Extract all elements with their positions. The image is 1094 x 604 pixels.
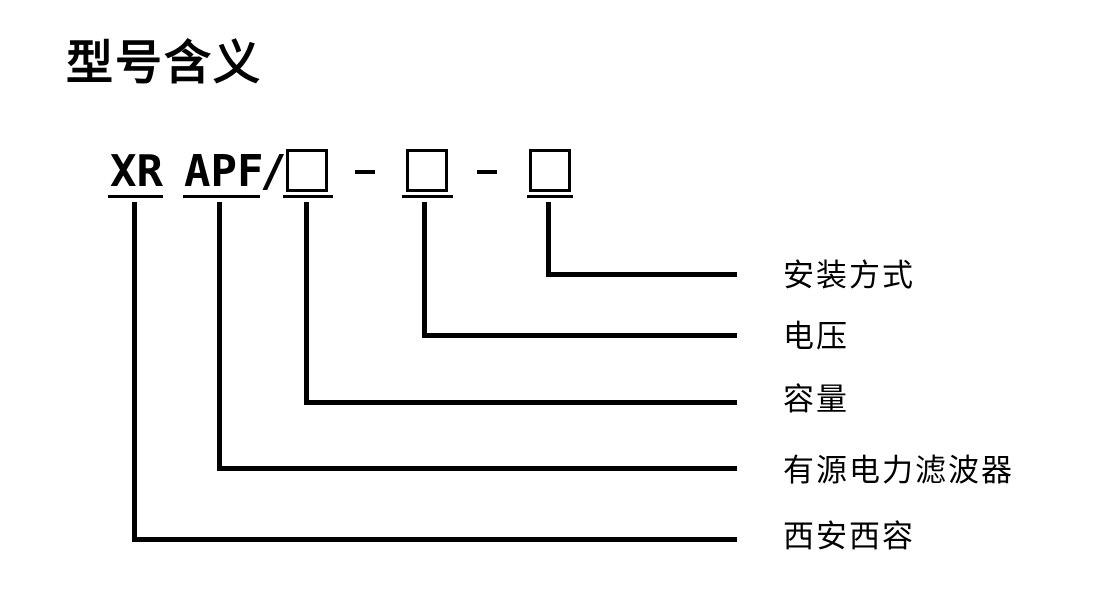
underline-voltage bbox=[402, 195, 453, 198]
connector-vertical-mounting bbox=[546, 202, 551, 277]
underline-mounting bbox=[527, 195, 573, 198]
connector-horizontal-capacity bbox=[304, 400, 737, 405]
underline-product bbox=[183, 195, 260, 198]
underline-manufacturer bbox=[108, 195, 163, 198]
connector-horizontal-manufacturer bbox=[132, 537, 737, 542]
connector-vertical-product bbox=[217, 202, 222, 471]
connector-horizontal-product bbox=[217, 466, 737, 471]
connector-vertical-capacity bbox=[304, 202, 309, 405]
label-manufacturer: 西安西容 bbox=[783, 519, 915, 554]
code-product: APF bbox=[184, 146, 264, 197]
code-manufacturer: XR bbox=[110, 146, 163, 197]
connector-vertical-voltage bbox=[422, 202, 427, 338]
dash-separator bbox=[355, 170, 375, 174]
connector-horizontal-voltage bbox=[422, 333, 737, 338]
placeholder-box-mounting bbox=[529, 149, 571, 192]
label-capacity: 容量 bbox=[783, 382, 849, 417]
label-active-power-filter: 有源电力滤波器 bbox=[783, 453, 1014, 488]
dash-separator bbox=[477, 170, 497, 174]
placeholder-box-voltage bbox=[406, 149, 448, 192]
connector-vertical-manufacturer bbox=[132, 202, 137, 542]
label-voltage: 电压 bbox=[783, 319, 849, 354]
underline-capacity bbox=[283, 195, 333, 198]
label-mounting-method: 安装方式 bbox=[783, 258, 915, 293]
connector-horizontal-mounting bbox=[546, 272, 737, 277]
placeholder-box-capacity bbox=[286, 149, 328, 192]
page-title: 型号含义 bbox=[66, 36, 262, 89]
code-slash: / bbox=[260, 146, 287, 197]
